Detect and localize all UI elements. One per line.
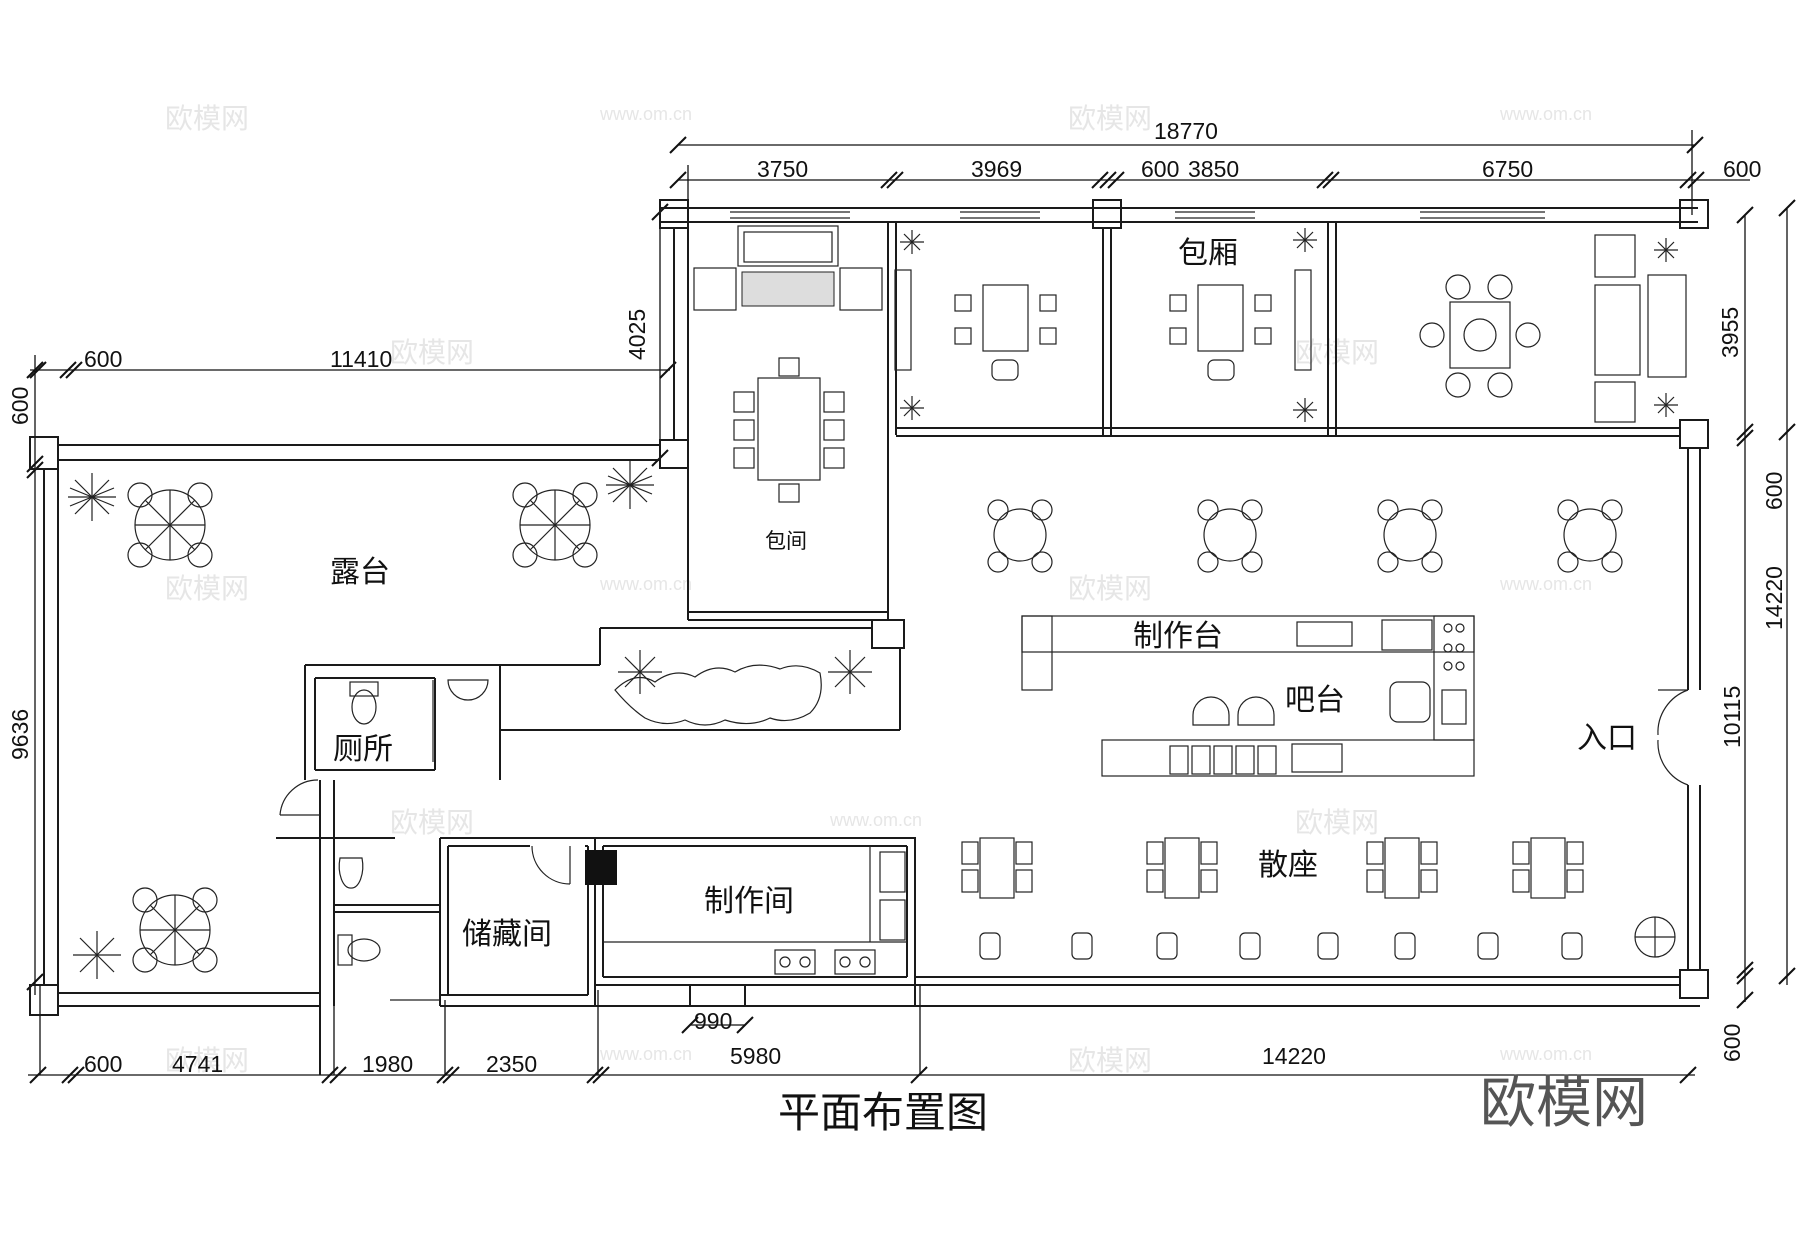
bg-watermark: 欧模网	[390, 806, 474, 839]
label-storage: 储藏间	[462, 917, 552, 952]
walls	[29, 199, 1709, 1075]
umbrella-table	[132, 887, 218, 973]
dim-top-5: 6750	[1482, 156, 1533, 182]
dim-bottom-2: 4741	[172, 1051, 223, 1077]
bar-counter	[1101, 681, 1475, 777]
label-open-seating: 散座	[1258, 848, 1318, 883]
umbrella-table	[512, 482, 598, 568]
plant	[68, 228, 1678, 979]
bar-stools	[979, 932, 1583, 960]
bg-watermark: 欧模网	[1068, 1044, 1152, 1077]
dim-top-4: 3850	[1188, 156, 1239, 182]
dim-terrace-1: 600	[84, 346, 122, 372]
dim-right-2: 600	[1761, 472, 1787, 510]
dim-left-2: 600	[7, 387, 33, 425]
dim-right-4: 10115	[1719, 686, 1745, 748]
dim-right-5: 600	[1719, 1024, 1745, 1062]
furniture	[68, 225, 1687, 979]
bg-watermark: 欧模网	[1068, 102, 1152, 135]
bg-watermark-url: www.om.cn	[599, 104, 692, 124]
dim-left-3: 9636	[7, 709, 33, 760]
booth-table-1	[894, 269, 1057, 381]
label-entrance: 入口	[1577, 721, 1637, 756]
bg-watermark: 欧模网	[165, 1044, 249, 1077]
label-kitchen: 制作间	[704, 884, 794, 919]
sofa-set	[693, 225, 883, 311]
umbrella-table	[127, 482, 213, 568]
dim-bottom-sub: 990	[694, 1008, 732, 1034]
bg-watermark: 欧模网	[1295, 336, 1379, 369]
bg-watermark: 欧模网	[165, 102, 249, 135]
planter-shrubs	[614, 664, 822, 726]
label-private-room: 包间	[765, 529, 807, 553]
dim-top-2: 3969	[971, 156, 1022, 182]
drawing-title: 平面布置图	[778, 1088, 988, 1137]
booth-table	[961, 837, 1033, 899]
watermark-logo: 欧模网	[1480, 1071, 1648, 1136]
dim-bottom-3: 1980	[362, 1051, 413, 1077]
label-prep-counter: 制作台	[1133, 619, 1223, 654]
dim-terrace-2: 11410	[330, 346, 392, 372]
bg-watermark-url: www.om.cn	[599, 574, 692, 594]
booth-table	[1146, 837, 1218, 899]
bg-watermark-url: www.om.cn	[599, 1044, 692, 1064]
dim-top-3: 600	[1141, 156, 1179, 182]
dim-left-1: 4025	[624, 309, 650, 360]
booth-table-3	[1419, 234, 1687, 423]
dim-bottom-5: 5980	[730, 1043, 781, 1069]
dimension-lines	[26, 130, 1796, 1084]
room-labels: 露台 包间 包厢 制作台 吧台 厕所 入口 储藏间 制作间 散座	[330, 236, 1637, 952]
round-table	[987, 499, 1053, 573]
dim-top-total: 18770	[1154, 118, 1218, 144]
round-table	[1557, 499, 1623, 573]
label-terrace: 露台	[330, 555, 390, 590]
toilet-fixtures	[337, 679, 489, 966]
label-booth: 包厢	[1178, 236, 1238, 271]
dim-bottom-4: 2350	[486, 1051, 537, 1077]
round-table	[1197, 499, 1263, 573]
background-watermarks: 欧模网 www.om.cn 欧模网 www.om.cn 欧模网 欧模网 欧模网 …	[165, 102, 1592, 1077]
dim-right-1: 3955	[1717, 307, 1743, 358]
dining-table-8	[733, 357, 845, 503]
dim-right-3: 14220	[1761, 566, 1787, 630]
bg-watermark: 欧模网	[165, 572, 249, 605]
bg-watermark-url: www.om.cn	[1499, 104, 1592, 124]
dim-bottom-6: 14220	[1262, 1043, 1326, 1069]
label-bar: 吧台	[1285, 683, 1345, 718]
label-toilet: 厕所	[333, 732, 393, 767]
dimension-labels: 18770 3750 3969 600 3850 6750 600 600 11…	[7, 118, 1787, 1077]
bg-watermark-url: www.om.cn	[1499, 574, 1592, 594]
round-table	[1377, 499, 1443, 573]
booth-table	[1366, 837, 1438, 899]
dim-top-1: 3750	[757, 156, 808, 182]
bg-watermark: 欧模网	[1295, 806, 1379, 839]
bg-watermark-url: www.om.cn	[1499, 1044, 1592, 1064]
booth-table	[1512, 837, 1584, 899]
dim-top-6: 600	[1723, 156, 1761, 182]
kitchen-fittings	[585, 846, 907, 975]
bg-watermark: 欧模网	[1068, 572, 1152, 605]
bg-watermark: 欧模网	[390, 336, 474, 369]
bg-watermark-url: www.om.cn	[829, 810, 922, 830]
booth-table-2	[1169, 269, 1312, 381]
dim-bottom-1: 600	[84, 1051, 122, 1077]
